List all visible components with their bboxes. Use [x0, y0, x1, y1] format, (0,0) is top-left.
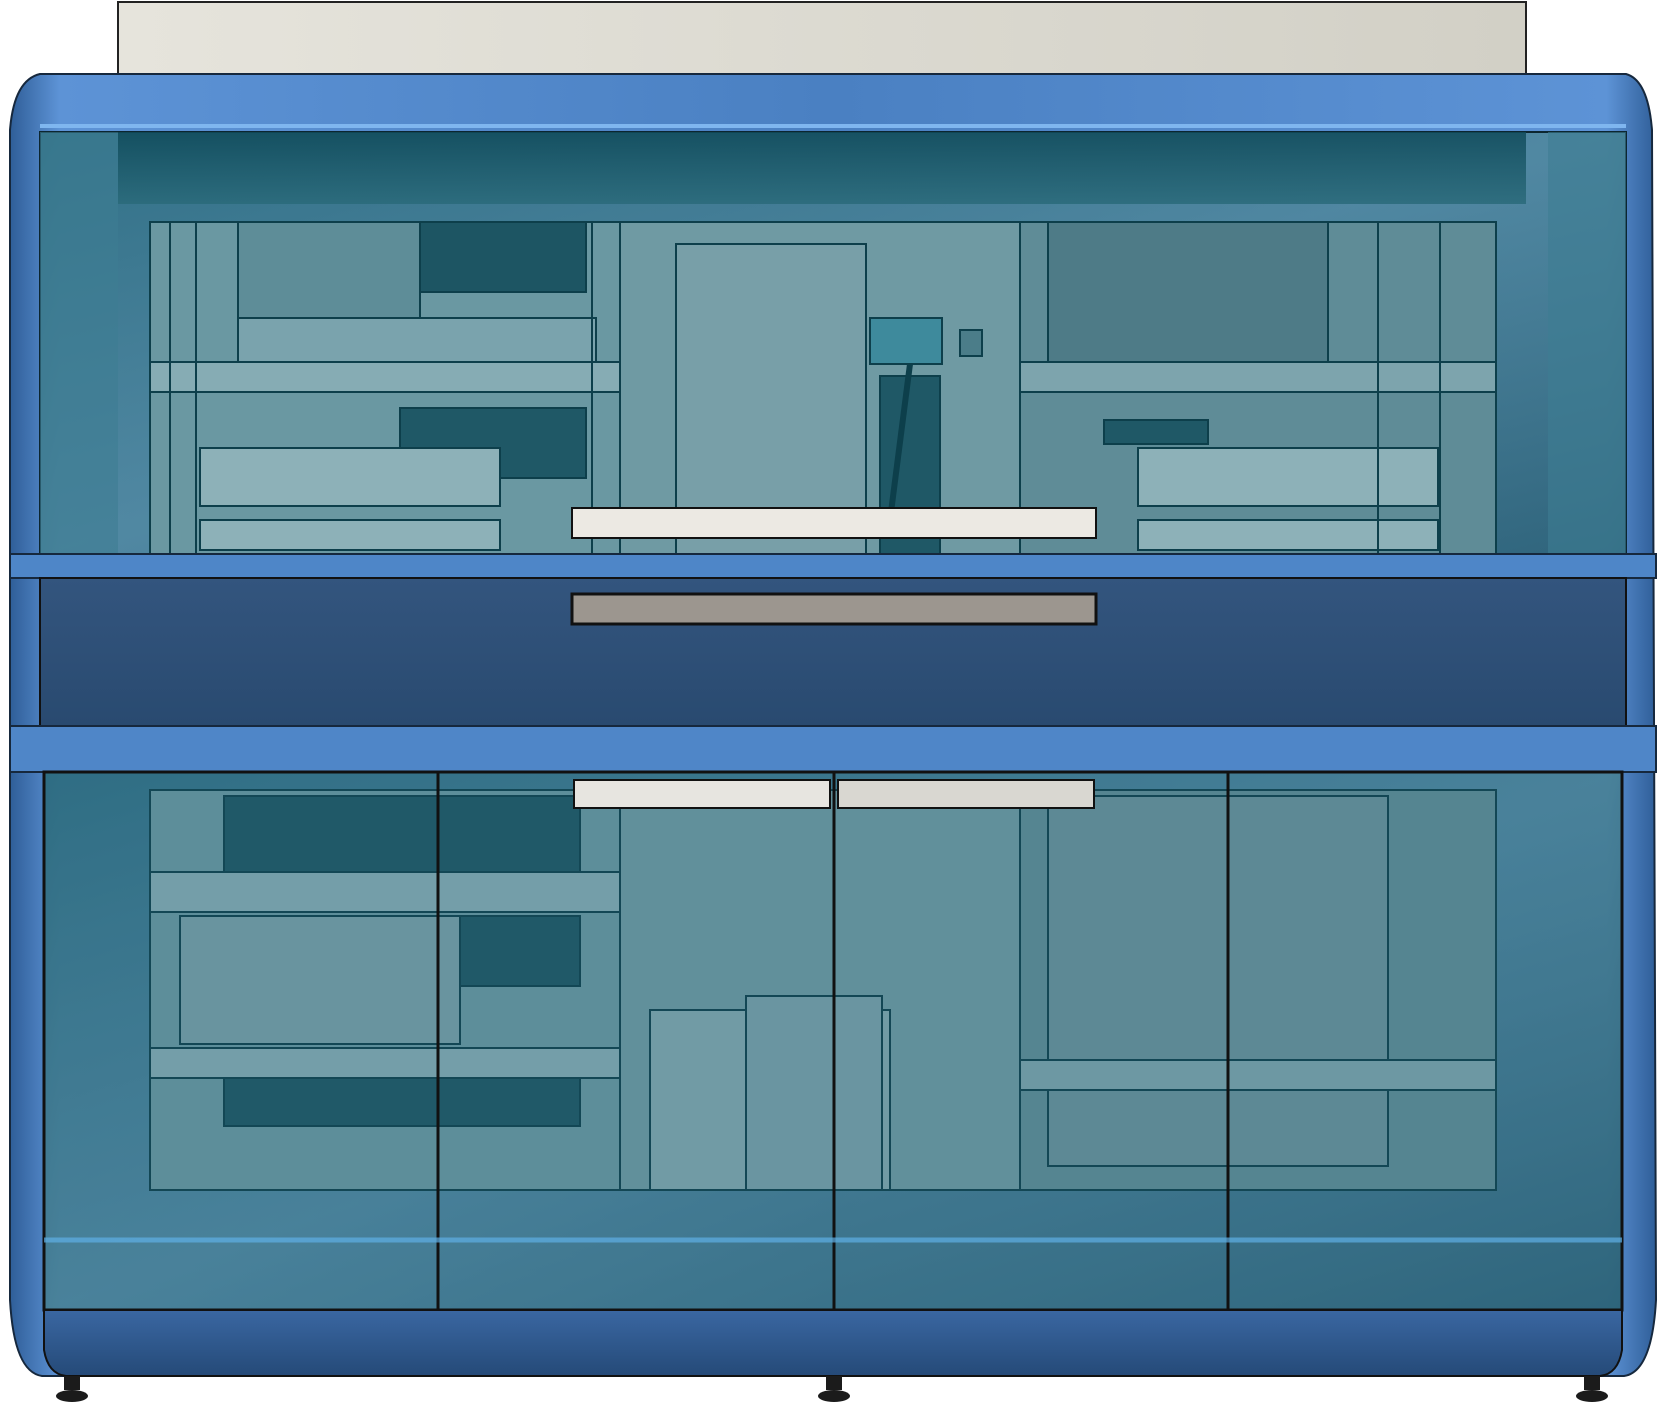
leveling-foot-left — [56, 1376, 88, 1402]
upper-glass-window — [39, 124, 1627, 555]
upper-center-internals — [619, 221, 1021, 555]
upper-left-internals — [149, 221, 621, 555]
lower-top-band — [9, 725, 1657, 773]
lower-door-4[interactable] — [1226, 770, 1624, 1312]
cabinet-base — [43, 1309, 1623, 1377]
lower-door-2[interactable] — [436, 770, 836, 1312]
mid-ledge — [9, 553, 1657, 579]
lower-glass-area — [42, 770, 1624, 1312]
upper-window-handle[interactable] — [571, 507, 1097, 539]
lower-door-3[interactable] — [832, 770, 1230, 1312]
leveling-foot-right — [1576, 1376, 1608, 1402]
middle-drawer[interactable] — [39, 577, 1627, 727]
lower-right-handle[interactable] — [837, 779, 1095, 809]
lower-door-1[interactable] — [42, 770, 440, 1312]
top-back-panel — [117, 1, 1527, 77]
leveling-foot-center — [818, 1376, 850, 1402]
drawer-handle[interactable] — [570, 592, 1098, 626]
upper-right-internals — [1019, 221, 1497, 555]
lower-left-handle[interactable] — [573, 779, 831, 809]
